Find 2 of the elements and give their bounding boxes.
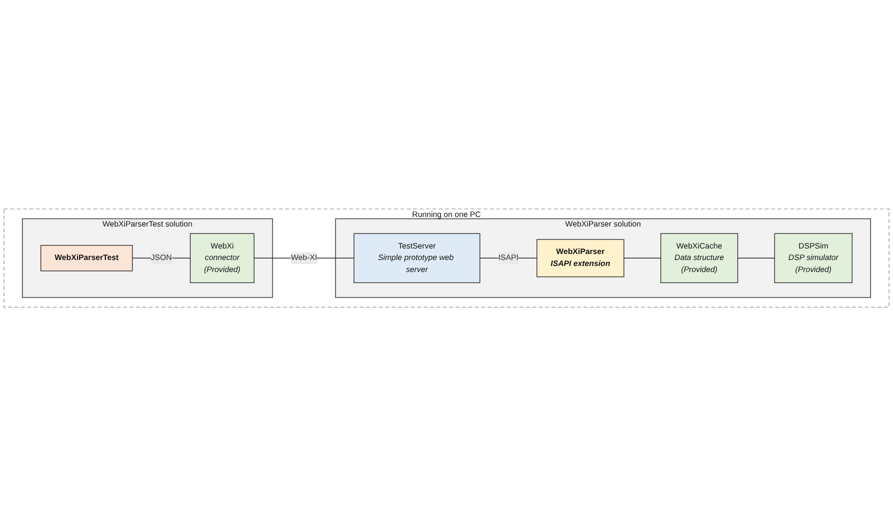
connector <box>737 258 775 259</box>
connector <box>624 258 662 259</box>
